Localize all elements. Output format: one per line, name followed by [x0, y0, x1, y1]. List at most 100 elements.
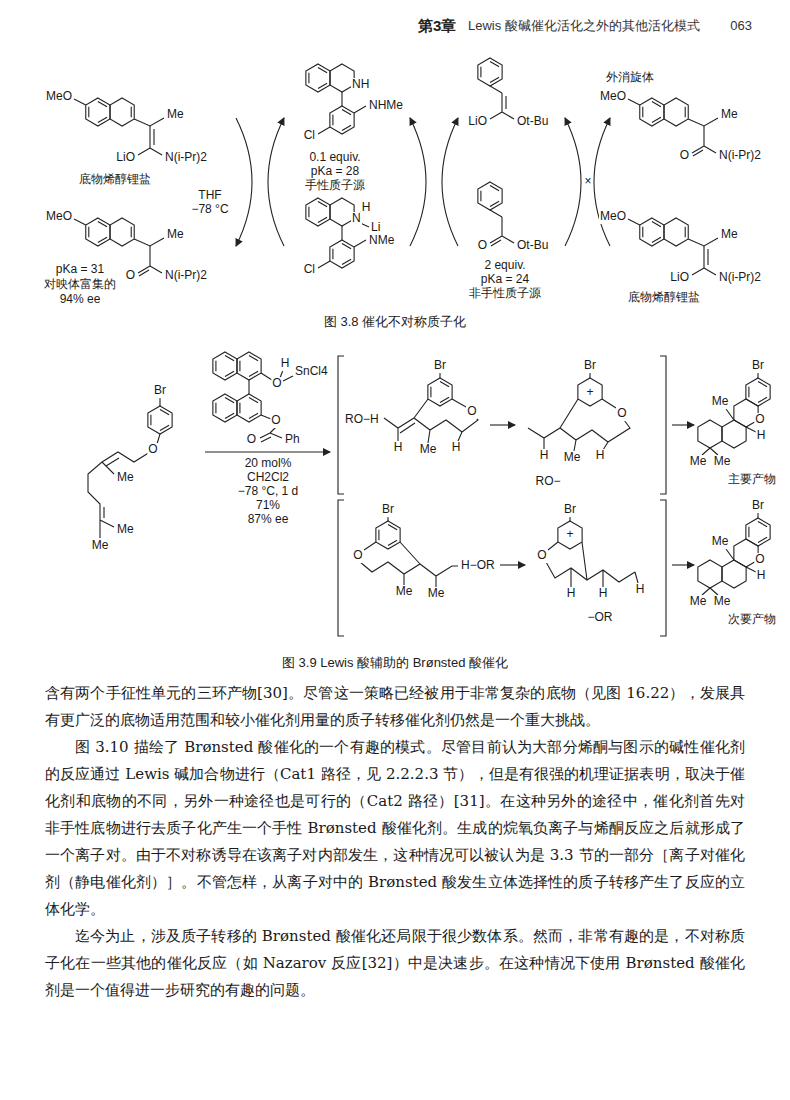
atom-label: H [756, 569, 767, 583]
atom-label: MeO [599, 90, 627, 104]
atom-label: Me [720, 108, 739, 122]
atom-label: O [466, 405, 477, 419]
structure-line [384, 372, 478, 443]
atom-label: O [536, 549, 547, 563]
compound-note: pKa = 28 [311, 165, 359, 179]
chapter-number: 第3章 [418, 17, 456, 34]
atom-label: Br [583, 359, 597, 373]
structure-line [698, 512, 770, 595]
compound-note: 0.1 equiv. [309, 151, 360, 165]
structure-line [410, 118, 426, 246]
structure-line [306, 64, 366, 134]
product-note: 主要产物 [728, 473, 776, 487]
atom-label: Cl [303, 263, 316, 277]
structure-line [558, 521, 582, 549]
atom-label: Br [381, 503, 395, 517]
structure-line [698, 372, 770, 455]
condition-label: THF [198, 189, 221, 203]
atom-label: O [616, 407, 627, 421]
body-paragraph: 含有两个手征性单元的三环产物[30]。尽管这一策略已经被用于非常复杂的底物（见图… [45, 680, 745, 734]
structure-line [249, 370, 293, 442]
structure-line [213, 394, 237, 422]
body-paragraph: 图 3.10 描绘了 Brønsted 酸催化的一个有趣的模式。尽管目前认为大部… [45, 734, 745, 923]
atom-label: LiO [467, 115, 488, 129]
atom-label: H−OR [460, 559, 496, 573]
structure-line [74, 98, 164, 155]
atom-label: Me [395, 585, 414, 599]
structure-line [213, 352, 237, 380]
atom-label: RO− [534, 475, 561, 489]
atom-label: H [635, 583, 646, 597]
compound-note: 手性质子源 [305, 179, 365, 193]
structure-line [500, 564, 525, 565]
compound-note: 底物烯醇锂盐 [628, 291, 700, 305]
atom-label: Me [166, 228, 185, 242]
structure-line [428, 378, 452, 406]
figure-caption: 图 3.8 催化不对称质子化 [324, 315, 466, 330]
atom-label: O [147, 443, 158, 457]
atom-label: Cl [303, 129, 316, 143]
compound-note: 非手性质子源 [469, 287, 541, 301]
atom-label: O [246, 433, 257, 447]
atom-label: O [679, 149, 690, 163]
atom-label: O [352, 549, 363, 563]
structure-line [490, 424, 515, 425]
charge-sign: + [565, 528, 574, 542]
atom-label: MeO [45, 210, 73, 224]
atom-label: LiO [669, 271, 690, 285]
atom-label: Ot-Bu [516, 239, 549, 253]
structure-line [528, 372, 630, 451]
structure-line [490, 86, 514, 119]
compound-note: pKa = 31 [56, 263, 104, 277]
atom-label: N(i-Pr)2 [164, 151, 208, 165]
atom-label: NMe [368, 234, 395, 248]
atom-label: H [566, 587, 577, 601]
structure-line [442, 118, 458, 246]
atom-label: Me [116, 523, 135, 537]
condition-label: 87% ee [248, 513, 289, 527]
atom-label: Me [713, 455, 732, 469]
structure-line [306, 198, 366, 268]
atom-label: Me [166, 108, 185, 122]
blocked-mark: × [584, 175, 591, 189]
atom-label: MeO [599, 210, 627, 224]
condition-label: −78 °C [191, 203, 228, 217]
structure-line [565, 118, 581, 246]
atom-label: H [393, 441, 404, 455]
atom-label: H [756, 429, 767, 443]
structure-line [490, 210, 514, 246]
atom-label: −OR [586, 611, 613, 625]
structure-line [478, 58, 502, 86]
atom-label: Br [433, 359, 447, 373]
atom-label: Me [91, 539, 110, 553]
condition-label: 71% [256, 499, 280, 513]
body-paragraph: 迄今为止，涉及质子转移的 Brønsted 酸催化还局限于很少数体系。然而，非常… [45, 923, 745, 1004]
atom-label: O [125, 269, 136, 283]
structure-line [628, 98, 718, 156]
condition-label: CH2Cl2 [247, 471, 289, 485]
atom-label: Me [711, 395, 730, 409]
condition-label: 20 mol% [245, 457, 292, 471]
atom-label: Me [419, 443, 438, 457]
atom-label: Br [751, 359, 765, 373]
figure-caption: 图 3.9 Lewis 酸辅助的 Brønsted 酸催化 [282, 656, 508, 671]
condition-label: −78 °C, 1 d [238, 485, 299, 499]
structure-line [376, 521, 400, 549]
structure-line [88, 398, 160, 538]
compound-note: 底物烯醇锂盐 [79, 173, 151, 187]
compound-note: 94% ee [60, 293, 101, 307]
atom-label: Li [370, 221, 381, 235]
structure-line [338, 356, 666, 636]
atom-label: H [598, 587, 609, 601]
atom-label: LiO [115, 151, 136, 165]
atom-label: Ph [284, 433, 301, 447]
atom-label: Br [563, 503, 577, 517]
cyclization-scheme [88, 352, 770, 636]
figure-note: 外消旋体 [606, 71, 654, 85]
atom-label: NH [351, 78, 370, 92]
atom-label: N(i-Pr)2 [164, 269, 208, 283]
protonation-scheme [74, 58, 718, 276]
atom-label: Ot-Bu [516, 115, 549, 129]
structure-line [148, 406, 172, 434]
